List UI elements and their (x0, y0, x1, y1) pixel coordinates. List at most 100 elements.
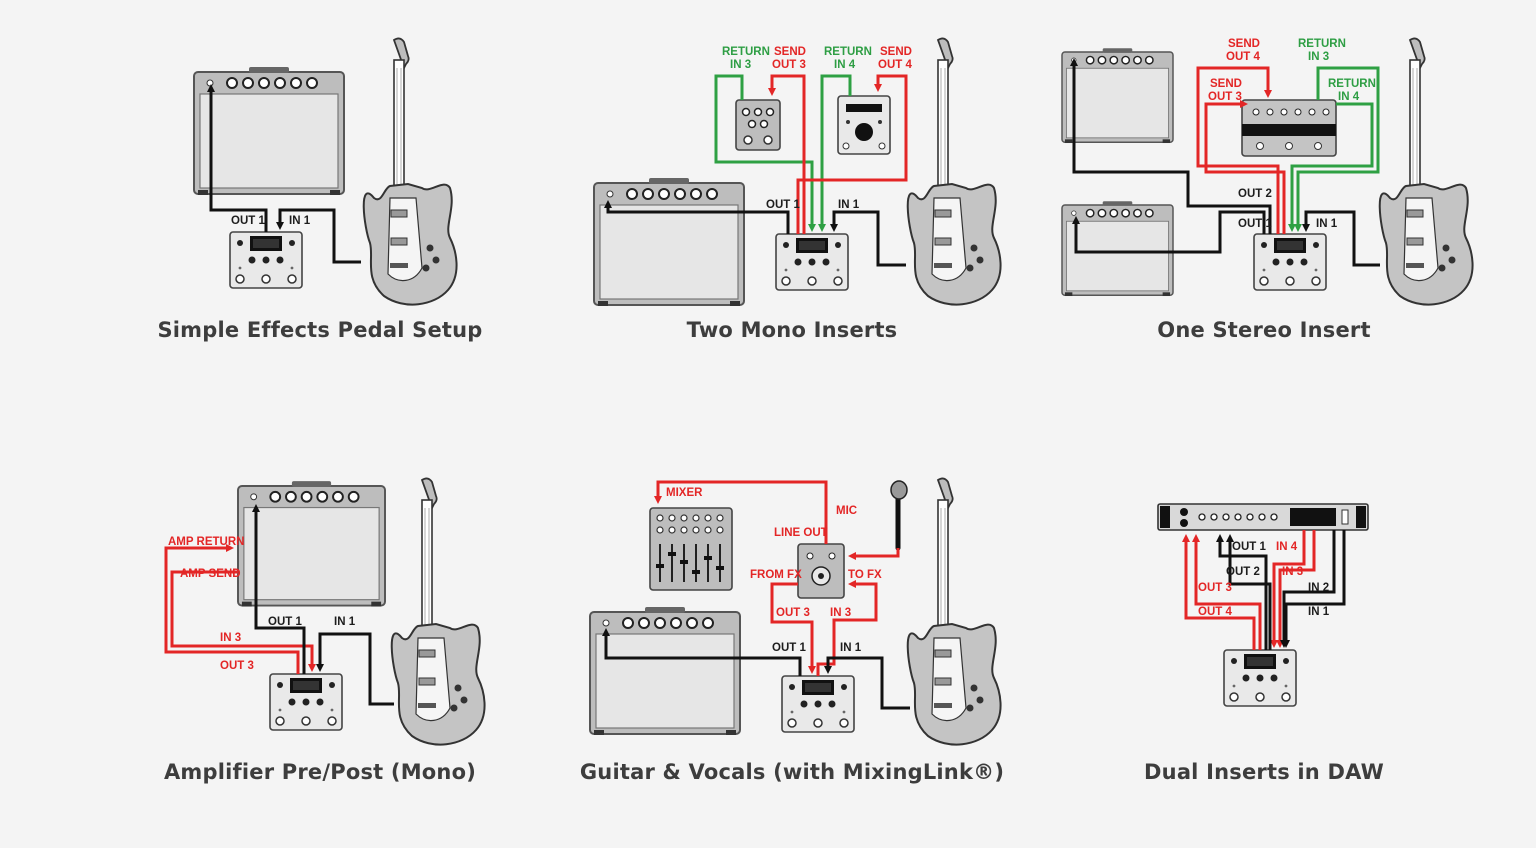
wire-return-in3 (714, 74, 816, 232)
wire-out1 (602, 628, 802, 676)
label-send-out4-port: OUT 4 (878, 59, 912, 71)
wire-in3 (1270, 530, 1306, 648)
wire-in1 (316, 632, 394, 706)
wire-out1 (1216, 534, 1268, 650)
label-amp-return: AMP RETURN (168, 536, 244, 548)
caption-one-stereo-insert: One Stereo Insert (1157, 318, 1371, 342)
diagram-dual-inserts-daw: OUT 1 IN 4 OUT 2 IN 3 OUT 3 IN 2 OUT 4 I… (1157, 503, 1369, 707)
diagram-two-mono-inserts: RETURN IN 3 SEND OUT 3 RETURN IN 4 SEND … (593, 37, 1002, 307)
label-in2: IN 2 (1308, 582, 1329, 594)
label-send-out3-port: OUT 3 (1208, 91, 1242, 103)
multi-fx-pedal (775, 233, 849, 291)
label-out1: OUT 1 (772, 642, 806, 654)
effect-pedal-2 (837, 95, 891, 155)
label-return-in3: RETURN (722, 46, 770, 58)
label-send-out4-port: OUT 4 (1226, 51, 1260, 63)
label-return-in4-port: IN 4 (834, 59, 856, 71)
label-out4: OUT 4 (1198, 606, 1232, 618)
label-in1: IN 1 (840, 642, 862, 654)
wire-in1 (824, 656, 910, 710)
wire-in4 (1276, 530, 1316, 648)
wire-send-out4 (796, 74, 908, 234)
label-return-in3-port: IN 3 (730, 59, 751, 71)
label-send-out4: SEND (1228, 38, 1260, 50)
label-return-in4: RETURN (824, 46, 872, 58)
wire-out1 (1072, 210, 1266, 254)
panel-guitar-vocals: MIXER MIC LINE OUT FROM FX TO FX OUT 3 I… (536, 424, 1048, 848)
wire-out1 (604, 200, 790, 234)
label-out1: OUT 1 (1238, 218, 1272, 230)
multi-fx-pedal (1253, 233, 1327, 291)
label-line-out: LINE OUT (774, 527, 828, 539)
wire-return-in4 (1288, 102, 1374, 232)
wire-mic (848, 548, 900, 560)
diagram-one-stereo-insert: SEND OUT 4 RETURN IN 3 SEND OUT 3 RETURN… (1061, 37, 1474, 306)
label-out3: OUT 3 (220, 660, 254, 672)
label-out3: OUT 3 (1198, 582, 1232, 594)
caption-amp-pre-post: Amplifier Pre/Post (Mono) (163, 760, 477, 784)
electric-guitar (390, 477, 486, 746)
wire-out1 (207, 84, 268, 232)
label-out3: OUT 3 (776, 607, 810, 619)
diagram-guitar-vocals: MIXER MIC LINE OUT FROM FX TO FX OUT 3 I… (589, 477, 1002, 746)
label-amp-send: AMP SEND (180, 568, 241, 580)
mixer (649, 507, 733, 591)
label-from-fx: FROM FX (750, 569, 802, 581)
amplifier (237, 480, 386, 608)
label-out1: OUT 1 (231, 215, 265, 227)
label-out2: OUT 2 (1238, 188, 1272, 200)
electric-guitar (1378, 37, 1474, 306)
multi-fx-pedal (269, 673, 343, 731)
amplifier-bottom (1061, 200, 1174, 297)
label-out1: OUT 1 (1232, 541, 1266, 553)
multi-fx-pedal (781, 675, 855, 733)
wire-in1 (1302, 210, 1380, 267)
wire-line-out-mixer (654, 480, 828, 544)
effect-pedal-1 (735, 99, 781, 151)
wire-from-fx (770, 582, 816, 674)
wire-in1 (1282, 530, 1346, 648)
label-send-out4: SEND (880, 46, 912, 58)
caption-dual-inserts-daw: Dual Inserts in DAW (1144, 760, 1384, 784)
label-in1: IN 1 (334, 616, 356, 628)
amplifier-top (1061, 47, 1174, 144)
panel-dual-inserts-daw: OUT 1 IN 4 OUT 2 IN 3 OUT 3 IN 2 OUT 4 I… (1008, 424, 1520, 848)
panel-simple-effects: OUT 1 IN 1 Simple Effects Pedal Setup (64, 0, 576, 424)
label-return-in4-port: IN 4 (1338, 91, 1360, 103)
wire-amp-return (164, 544, 300, 674)
label-in3: IN 3 (220, 632, 241, 644)
label-out2: OUT 2 (1226, 566, 1260, 578)
multi-fx-pedal (1223, 649, 1297, 707)
microphone-icon (890, 480, 908, 551)
audio-interface-rack (1157, 503, 1369, 531)
panel-amp-pre-post: AMP RETURN AMP SEND IN 3 OUT 3 OUT 1 IN … (64, 424, 576, 848)
caption-simple-effects: Simple Effects Pedal Setup (157, 318, 483, 342)
label-send-out3: SEND (774, 46, 806, 58)
wire-out2 (1070, 58, 1272, 234)
label-in1: IN 1 (838, 199, 860, 211)
label-mic: MIC (836, 505, 857, 517)
label-send-out3: SEND (1210, 78, 1242, 90)
electric-guitar (906, 37, 1002, 306)
multi-fx-pedal (229, 231, 303, 289)
wire-return-in3 (1294, 66, 1380, 232)
wire-send-out3 (1204, 100, 1286, 234)
caption-guitar-vocals: Guitar & Vocals (with MixingLink®) (579, 760, 1005, 784)
amplifier (193, 66, 345, 196)
label-in3: IN 3 (830, 607, 851, 619)
wire-amp-send (170, 570, 316, 672)
wire-in1 (830, 210, 906, 267)
panel-one-stereo-insert: SEND OUT 4 RETURN IN 3 SEND OUT 3 RETURN… (1008, 0, 1520, 424)
wire-send-out3 (768, 74, 806, 234)
wire-to-fx (816, 580, 878, 676)
diagram-simple-effects: OUT 1 IN 1 (193, 37, 458, 306)
electric-guitar (906, 477, 1002, 746)
wire-out3 (1192, 534, 1262, 650)
wire-in1 (276, 208, 361, 264)
label-return-in4: RETURN (1328, 78, 1376, 90)
label-in1: IN 1 (1316, 218, 1338, 230)
caption-two-mono-inserts: Two Mono Inserts (686, 318, 898, 342)
label-return-in3-port: IN 3 (1308, 51, 1329, 63)
label-in3: IN 3 (1282, 566, 1303, 578)
diagram-amp-pre-post: AMP RETURN AMP SEND IN 3 OUT 3 OUT 1 IN … (164, 477, 486, 746)
